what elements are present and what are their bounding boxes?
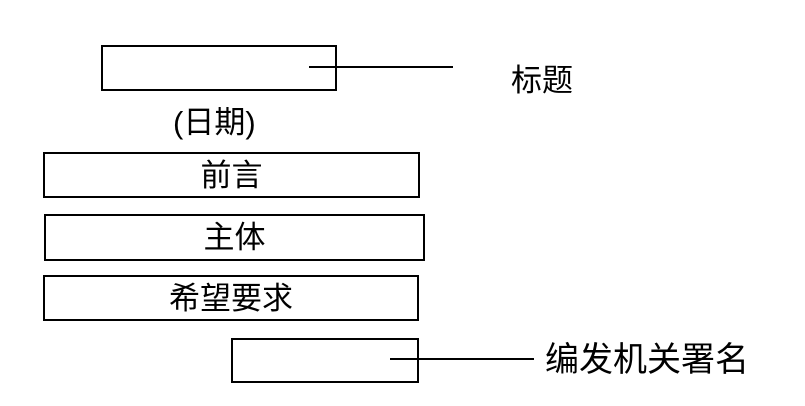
- expectations-box: 希望要求: [43, 275, 419, 321]
- signature-callout-line: [390, 358, 534, 360]
- preface-box-label: 前言: [200, 157, 263, 193]
- title-callout-line: [309, 66, 453, 68]
- preface-box: 前言: [43, 152, 420, 198]
- signature-label: 编发机关署名: [545, 341, 749, 379]
- date-label: (日期): [173, 105, 256, 140]
- title-placeholder-box: [101, 45, 337, 91]
- body-box-label: 主体: [203, 220, 266, 255]
- body-box: 主体: [44, 214, 425, 261]
- title-label: 标题: [511, 63, 573, 98]
- expectations-box-label: 希望要求: [169, 280, 293, 316]
- signature-placeholder-box: [231, 338, 419, 383]
